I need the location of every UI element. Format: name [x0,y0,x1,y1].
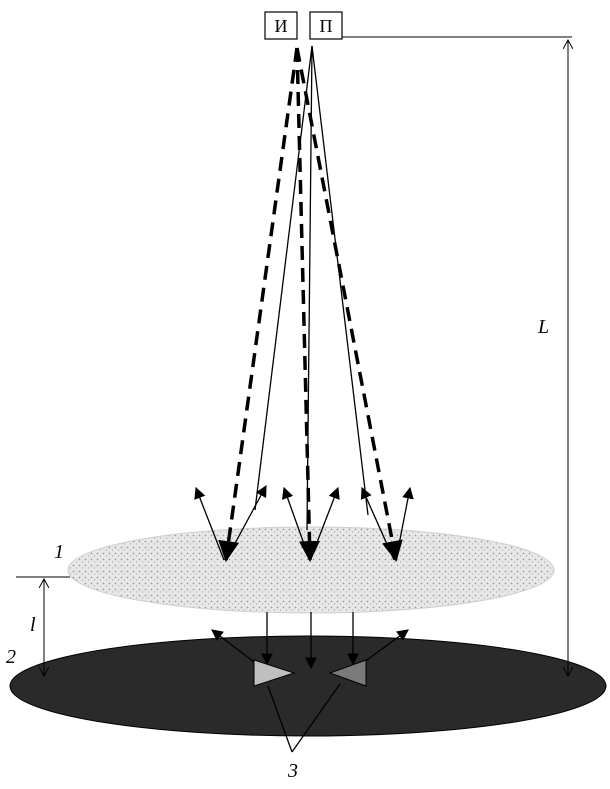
surface-ellipse [9,635,607,737]
receiver-label: П [320,16,333,36]
distance-l-line [16,576,70,676]
scatter-arrows [194,484,414,561]
object-right [328,659,367,687]
distance-L-line [342,36,572,676]
source-box [264,11,298,40]
label-1: 1 [54,541,64,563]
object-pointers [267,683,341,753]
label-L: L [537,316,549,338]
return-rays [254,45,369,531]
source-label: И [275,16,288,36]
receiver-box [309,11,343,40]
label-3: 3 [287,760,298,782]
object-left [253,659,296,687]
label-l: l [30,614,36,636]
label-2: 2 [6,646,16,668]
